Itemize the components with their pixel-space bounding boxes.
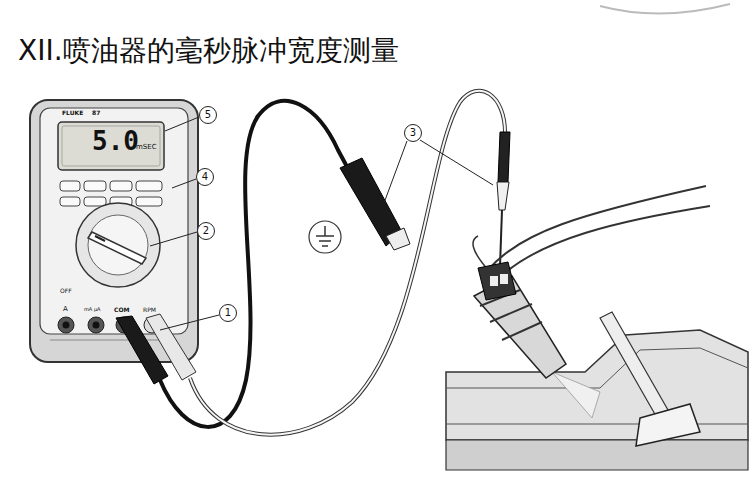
drawing-rect [110, 181, 132, 191]
drawing-path [160, 101, 352, 427]
drawing-rect [60, 197, 80, 206]
drawing-path [552, 372, 600, 418]
drawing-circle [93, 322, 100, 329]
drawing-path [636, 404, 700, 446]
drawing-path [446, 348, 748, 388]
drawing-circle [88, 317, 104, 333]
model-label: 87 [92, 110, 100, 116]
drawing-rect [500, 274, 508, 284]
callout-number: 5 [205, 110, 211, 120]
drawing-rect [490, 276, 498, 286]
drawing-g [150, 117, 493, 330]
drawing-path [498, 132, 510, 182]
drawing-rect [84, 181, 106, 191]
drawing-line [172, 179, 196, 188]
jack-label: RPM [143, 307, 156, 313]
callout-number: 4 [202, 172, 208, 182]
drawing-line [160, 315, 219, 330]
drawing-g [60, 181, 162, 206]
callout-circle: 1 [219, 304, 237, 322]
brand-label: FLUKE [62, 110, 83, 116]
jack-label: A [63, 306, 68, 313]
title: XII.喷油器的毫秒脉冲宽度测量 [18, 36, 399, 67]
drawing-path [146, 314, 196, 380]
callout-number: 2 [203, 226, 209, 236]
drawing-path [88, 232, 146, 264]
drawing-circle [76, 203, 160, 287]
callout-circle: 5 [199, 106, 217, 124]
drawing-line [316, 235, 334, 237]
callout-circle: 2 [197, 222, 215, 240]
callout-number: 3 [410, 128, 416, 138]
callout-number: 1 [225, 308, 231, 318]
display-unit: mSEC [136, 144, 157, 151]
drawing-line [150, 232, 197, 246]
drawing-rect [30, 100, 198, 362]
drawing-line [384, 141, 407, 203]
drawing-path [386, 228, 410, 250]
drawing-path [446, 440, 748, 470]
drawing-rect [40, 108, 188, 334]
callout-circle: 3 [404, 124, 422, 142]
drawing-path [497, 182, 509, 210]
drawing-rect [60, 181, 80, 191]
drawing-line [322, 245, 328, 247]
drawing-rect [62, 126, 160, 166]
jack-label: COM [114, 307, 129, 313]
drawing-rect [58, 122, 164, 170]
drawing-path [478, 262, 516, 300]
drawing-rect [84, 197, 106, 206]
drawing-path [446, 424, 748, 425]
drawing-circle [309, 221, 341, 253]
drawing-g [58, 317, 160, 333]
drawing-rect [136, 197, 162, 206]
dial-label: OFF [60, 288, 72, 294]
drawing-line [165, 117, 199, 131]
drawing-circle [58, 317, 74, 333]
drawing-circle [63, 322, 70, 329]
drawing-line [324, 226, 326, 236]
jack-label: mA μA [84, 307, 100, 312]
drawing-path [488, 186, 706, 270]
drawing-line [319, 240, 331, 242]
callout-circle: 4 [196, 168, 214, 186]
drawing-path [600, 4, 730, 14]
drawing-rect [136, 181, 162, 191]
drawing-circle [88, 215, 148, 275]
drawing-line [420, 140, 493, 185]
drawing-line [50, 340, 172, 341]
display-reading: 5.0 [92, 128, 139, 154]
drawing-line [95, 236, 105, 241]
drawing-path [600, 312, 668, 416]
drawing-path [506, 206, 710, 272]
drawing-path [446, 330, 748, 440]
